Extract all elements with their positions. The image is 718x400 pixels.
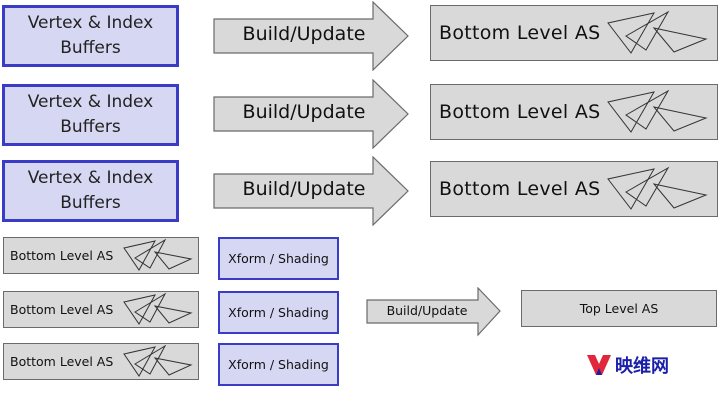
brand-logo-icon — [587, 355, 611, 375]
xform-shading-label: Xform / Shading — [228, 305, 329, 320]
vertex-index-buffers-box: Vertex & Index Buffers — [2, 84, 179, 146]
build-update-arrow — [213, 1, 409, 71]
buffers-label: Buffers — [60, 193, 121, 213]
buffers-label: Buffers — [60, 38, 121, 58]
vertex-index-label: Vertex & Index — [27, 168, 154, 188]
bottom-level-as-label: Bottom Level AS — [439, 22, 601, 44]
build-update-arrow — [213, 156, 409, 226]
bottom-level-as-box: Bottom Level AS — [3, 343, 199, 380]
triangle-mesh-icon — [607, 166, 708, 210]
bottom-level-as-box: Bottom Level AS — [3, 237, 199, 274]
xform-shading-label: Xform / Shading — [228, 357, 329, 372]
build-update-label: Build/Update — [242, 178, 366, 200]
triangle-mesh-icon — [607, 89, 708, 133]
bottom-level-as-label: Bottom Level AS — [10, 302, 114, 317]
triangle-mesh-icon — [607, 10, 708, 54]
build-update-label: Build/Update — [242, 23, 366, 45]
top-level-as-label: Top Level AS — [579, 301, 659, 316]
buffers-label: Buffers — [60, 117, 121, 137]
bottom-level-as-label: Bottom Level AS — [439, 178, 601, 200]
bottom-level-as-label: Bottom Level AS — [439, 101, 601, 123]
build-update-arrow — [213, 79, 409, 149]
xform-shading-label: Xform / Shading — [228, 251, 329, 266]
bottom-level-as-box: Bottom Level AS — [3, 291, 199, 328]
triangle-mesh-icon — [123, 292, 193, 325]
brand-logo: 映维网 — [586, 352, 669, 378]
brand-text: 映维网 — [615, 356, 669, 377]
xform-shading-box: Xform / Shading — [218, 237, 339, 280]
triangle-mesh-icon — [123, 238, 193, 271]
top-level-as-box: Top Level AS — [521, 290, 717, 327]
bottom-level-as-label: Bottom Level AS — [10, 248, 114, 263]
bottom-level-as-box: Bottom Level AS — [430, 161, 718, 217]
build-update-label: Build/Update — [386, 303, 468, 318]
build-update-label: Build/Update — [242, 101, 366, 123]
vertex-index-buffers-box: Vertex & Index Buffers — [2, 5, 179, 67]
build-update-arrow — [366, 287, 501, 337]
bottom-level-as-box: Bottom Level AS — [430, 5, 718, 61]
xform-shading-box: Xform / Shading — [218, 291, 339, 334]
bottom-level-as-box: Bottom Level AS — [430, 84, 718, 140]
bottom-level-as-label: Bottom Level AS — [10, 354, 114, 369]
vertex-index-buffers-box: Vertex & Index Buffers — [2, 160, 179, 222]
triangle-mesh-icon — [123, 344, 193, 377]
vertex-index-label: Vertex & Index — [27, 92, 154, 112]
vertex-index-label: Vertex & Index — [27, 13, 154, 33]
xform-shading-box: Xform / Shading — [218, 343, 339, 386]
